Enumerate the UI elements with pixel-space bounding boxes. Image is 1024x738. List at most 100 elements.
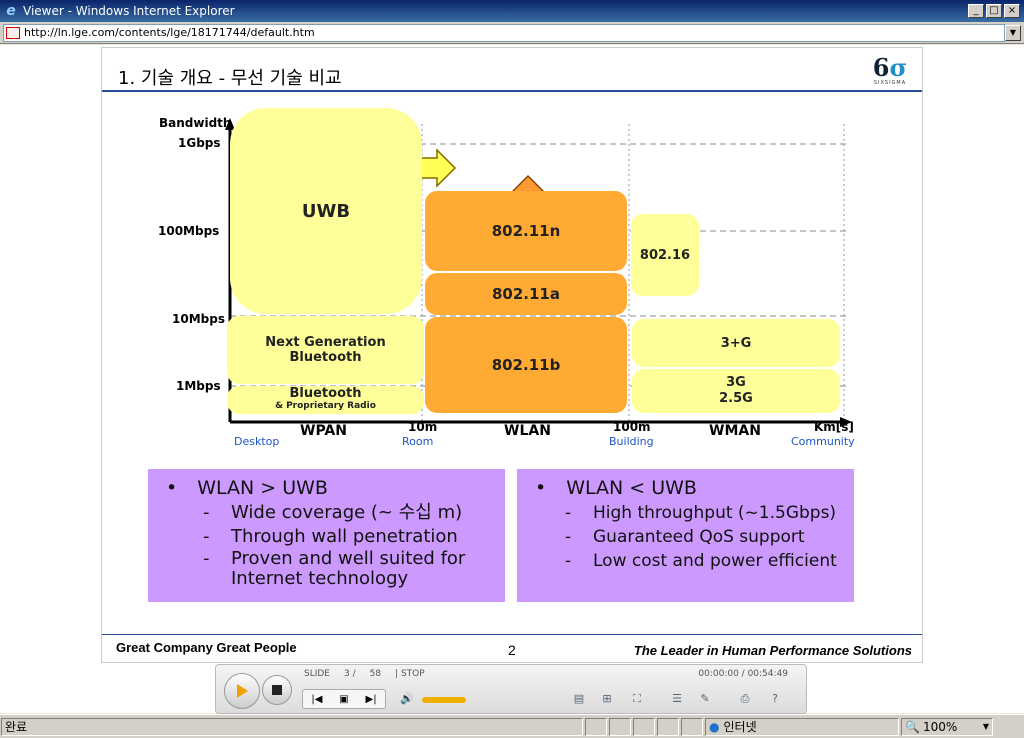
- 80211n-region: 802.11n: [425, 191, 627, 271]
- list-item: -Guaranteed QoS support: [565, 527, 805, 547]
- list-item: -Through wall penetration: [203, 526, 458, 547]
- footer-right: The Leader in Human Performance Solution…: [633, 643, 912, 658]
- next-slide-icon[interactable]: ▶|: [365, 693, 377, 705]
- list-item: -Wide coverage (~ 수십 m): [203, 502, 463, 523]
- 80211a-label: 802.11a: [491, 285, 560, 303]
- status-cell: [681, 717, 703, 736]
- url-field[interactable]: http://ln.lge.com/contents/lge/18171744/…: [3, 23, 1005, 42]
- ngbt-label: Next Generation Bluetooth: [265, 335, 386, 365]
- zoom-icon: 🔍: [905, 719, 920, 734]
- zone-indicator: ● 인터넷: [705, 717, 899, 736]
- slide-current: 3 /: [344, 669, 356, 679]
- notes-icon[interactable]: ✎: [700, 692, 710, 705]
- fit-icon[interactable]: ⊞: [602, 692, 612, 705]
- y-tick-100mbps: 100Mbps: [158, 224, 220, 238]
- bt-sub-label: & Proprietary Radio: [275, 401, 376, 411]
- sixsigma-logo: 6σ SIXSIGMA: [868, 56, 912, 88]
- help-icon[interactable]: ?: [772, 692, 778, 705]
- minimize-button[interactable]: _: [968, 4, 984, 18]
- footer-rule: [102, 634, 922, 635]
- x-sub-desktop: Desktop: [234, 435, 280, 448]
- slide-player: SLIDE 3 / 58 | STOP 00:00:00 / 00:54:49 …: [215, 664, 807, 714]
- fullscreen-icon[interactable]: ⛶: [633, 692, 641, 705]
- slide-title: 1. 기술 개요 - 무선 기술 비교: [118, 68, 342, 89]
- x-label-kms: Km[s]: [814, 420, 854, 434]
- 25g-label: 2.5G: [719, 391, 753, 406]
- globe-icon: ●: [709, 719, 720, 734]
- status-cell: [633, 717, 655, 736]
- print-icon[interactable]: ⎙: [740, 692, 750, 705]
- browser-content: 1. 기술 개요 - 무선 기술 비교 6σ SIXSIGMA Bandwidt…: [0, 45, 1024, 714]
- x-sub-community: Community: [791, 435, 855, 448]
- window-title: Viewer - Windows Internet Explorer: [23, 4, 235, 18]
- caption-icon[interactable]: ▤: [573, 692, 585, 705]
- x-sub-room: Room: [402, 435, 434, 448]
- play-icon: [237, 684, 248, 698]
- x-sub-building: Building: [609, 435, 654, 448]
- status-cell: [609, 717, 631, 736]
- player-state: | STOP: [395, 669, 425, 679]
- y-tick-10mbps: 10Mbps: [172, 312, 225, 326]
- stop-button[interactable]: [262, 675, 292, 705]
- player-info: SLIDE 3 / 58 | STOP 00:00:00 / 00:54:49: [304, 669, 788, 683]
- logo-accent: σ: [889, 53, 908, 82]
- 80216-region: 802.16: [631, 214, 699, 296]
- x-label-100m: 100m: [613, 420, 651, 434]
- list-item: -Low cost and power efficient: [565, 551, 837, 571]
- 3plusg-region: 3+G: [632, 319, 840, 367]
- address-bar: http://ln.lge.com/contents/lge/18171744/…: [0, 22, 1024, 44]
- bt-label: Bluetooth: [289, 386, 362, 401]
- x-label-wpan: WPAN: [300, 423, 347, 439]
- url-text: http://ln.lge.com/contents/lge/18171744/…: [24, 26, 315, 39]
- volume-slider[interactable]: [422, 697, 466, 703]
- 3g-label: 3G: [726, 375, 746, 390]
- status-cell: [585, 717, 607, 736]
- x-label-wman: WMAN: [709, 423, 761, 439]
- logo-sub: SIXSIGMA: [873, 80, 907, 86]
- ngbt-region: Next Generation Bluetooth: [227, 316, 424, 384]
- title-rule: [102, 90, 922, 92]
- 80211b-region: 802.11b: [425, 317, 627, 413]
- x-label-wlan: WLAN: [504, 423, 551, 439]
- window-titlebar: e Viewer - Windows Internet Explorer _ □…: [0, 0, 1024, 22]
- zoom-control[interactable]: 🔍 100% ▼: [901, 717, 993, 736]
- chevron-down-icon: ▼: [982, 722, 989, 731]
- 3plusg-label: 3+G: [720, 335, 752, 351]
- uwb-advantages-heading: WLAN < UWB: [527, 477, 844, 499]
- slide-list-icon[interactable]: ▣: [339, 693, 349, 705]
- logo-mark: 6: [872, 53, 890, 82]
- 80211n-label: 802.11n: [491, 222, 561, 240]
- zoom-text: 100%: [922, 719, 958, 734]
- status-bar: 완료 ● 인터넷 🔍 100% ▼: [0, 714, 1024, 738]
- 80211b-label: 802.11b: [491, 356, 561, 374]
- slide: 1. 기술 개요 - 무선 기술 비교 6σ SIXSIGMA Bandwidt…: [101, 47, 923, 663]
- outline-icon[interactable]: ☰: [672, 692, 682, 705]
- 80216-label: 802.16: [639, 247, 691, 263]
- play-button[interactable]: [224, 673, 260, 709]
- slide-page-number: 2: [508, 642, 516, 658]
- slide-nav-controls: |◀ ▣ ▶|: [302, 689, 386, 709]
- zone-text: 인터넷: [723, 720, 757, 734]
- status-cell: [657, 717, 679, 736]
- stop-icon: [272, 685, 282, 695]
- slide-total: 58: [369, 669, 382, 679]
- bt-region: Bluetooth & Proprietary Radio: [227, 386, 424, 414]
- wlan-advantages-heading: WLAN > UWB: [158, 477, 495, 499]
- wlan-advantages-box: WLAN > UWB -Wide coverage (~ 수십 m) -Thro…: [148, 469, 505, 602]
- x-label-10m: 10m: [408, 420, 438, 434]
- close-button[interactable]: ×: [1004, 4, 1020, 18]
- list-item: -Proven and well suited for Internet tec…: [203, 548, 466, 589]
- y-tick-1mbps: 1Mbps: [176, 379, 221, 393]
- list-item: -High throughput (~1.5Gbps): [565, 503, 837, 523]
- player-time: 00:00:00 / 00:54:49: [698, 669, 788, 679]
- uwb-region: UWB: [230, 108, 422, 314]
- 3g-region: 3G 2.5G: [632, 369, 840, 413]
- prev-slide-icon[interactable]: |◀: [311, 693, 323, 705]
- address-dropdown-button[interactable]: ▼: [1005, 24, 1021, 41]
- page-icon: [6, 26, 20, 39]
- y-axis-title: Bandwidth: [159, 116, 232, 130]
- status-text: 완료: [1, 717, 583, 736]
- volume-icon[interactable]: 🔊: [400, 692, 414, 705]
- maximize-button[interactable]: □: [986, 4, 1002, 18]
- uwb-label: UWB: [301, 200, 351, 222]
